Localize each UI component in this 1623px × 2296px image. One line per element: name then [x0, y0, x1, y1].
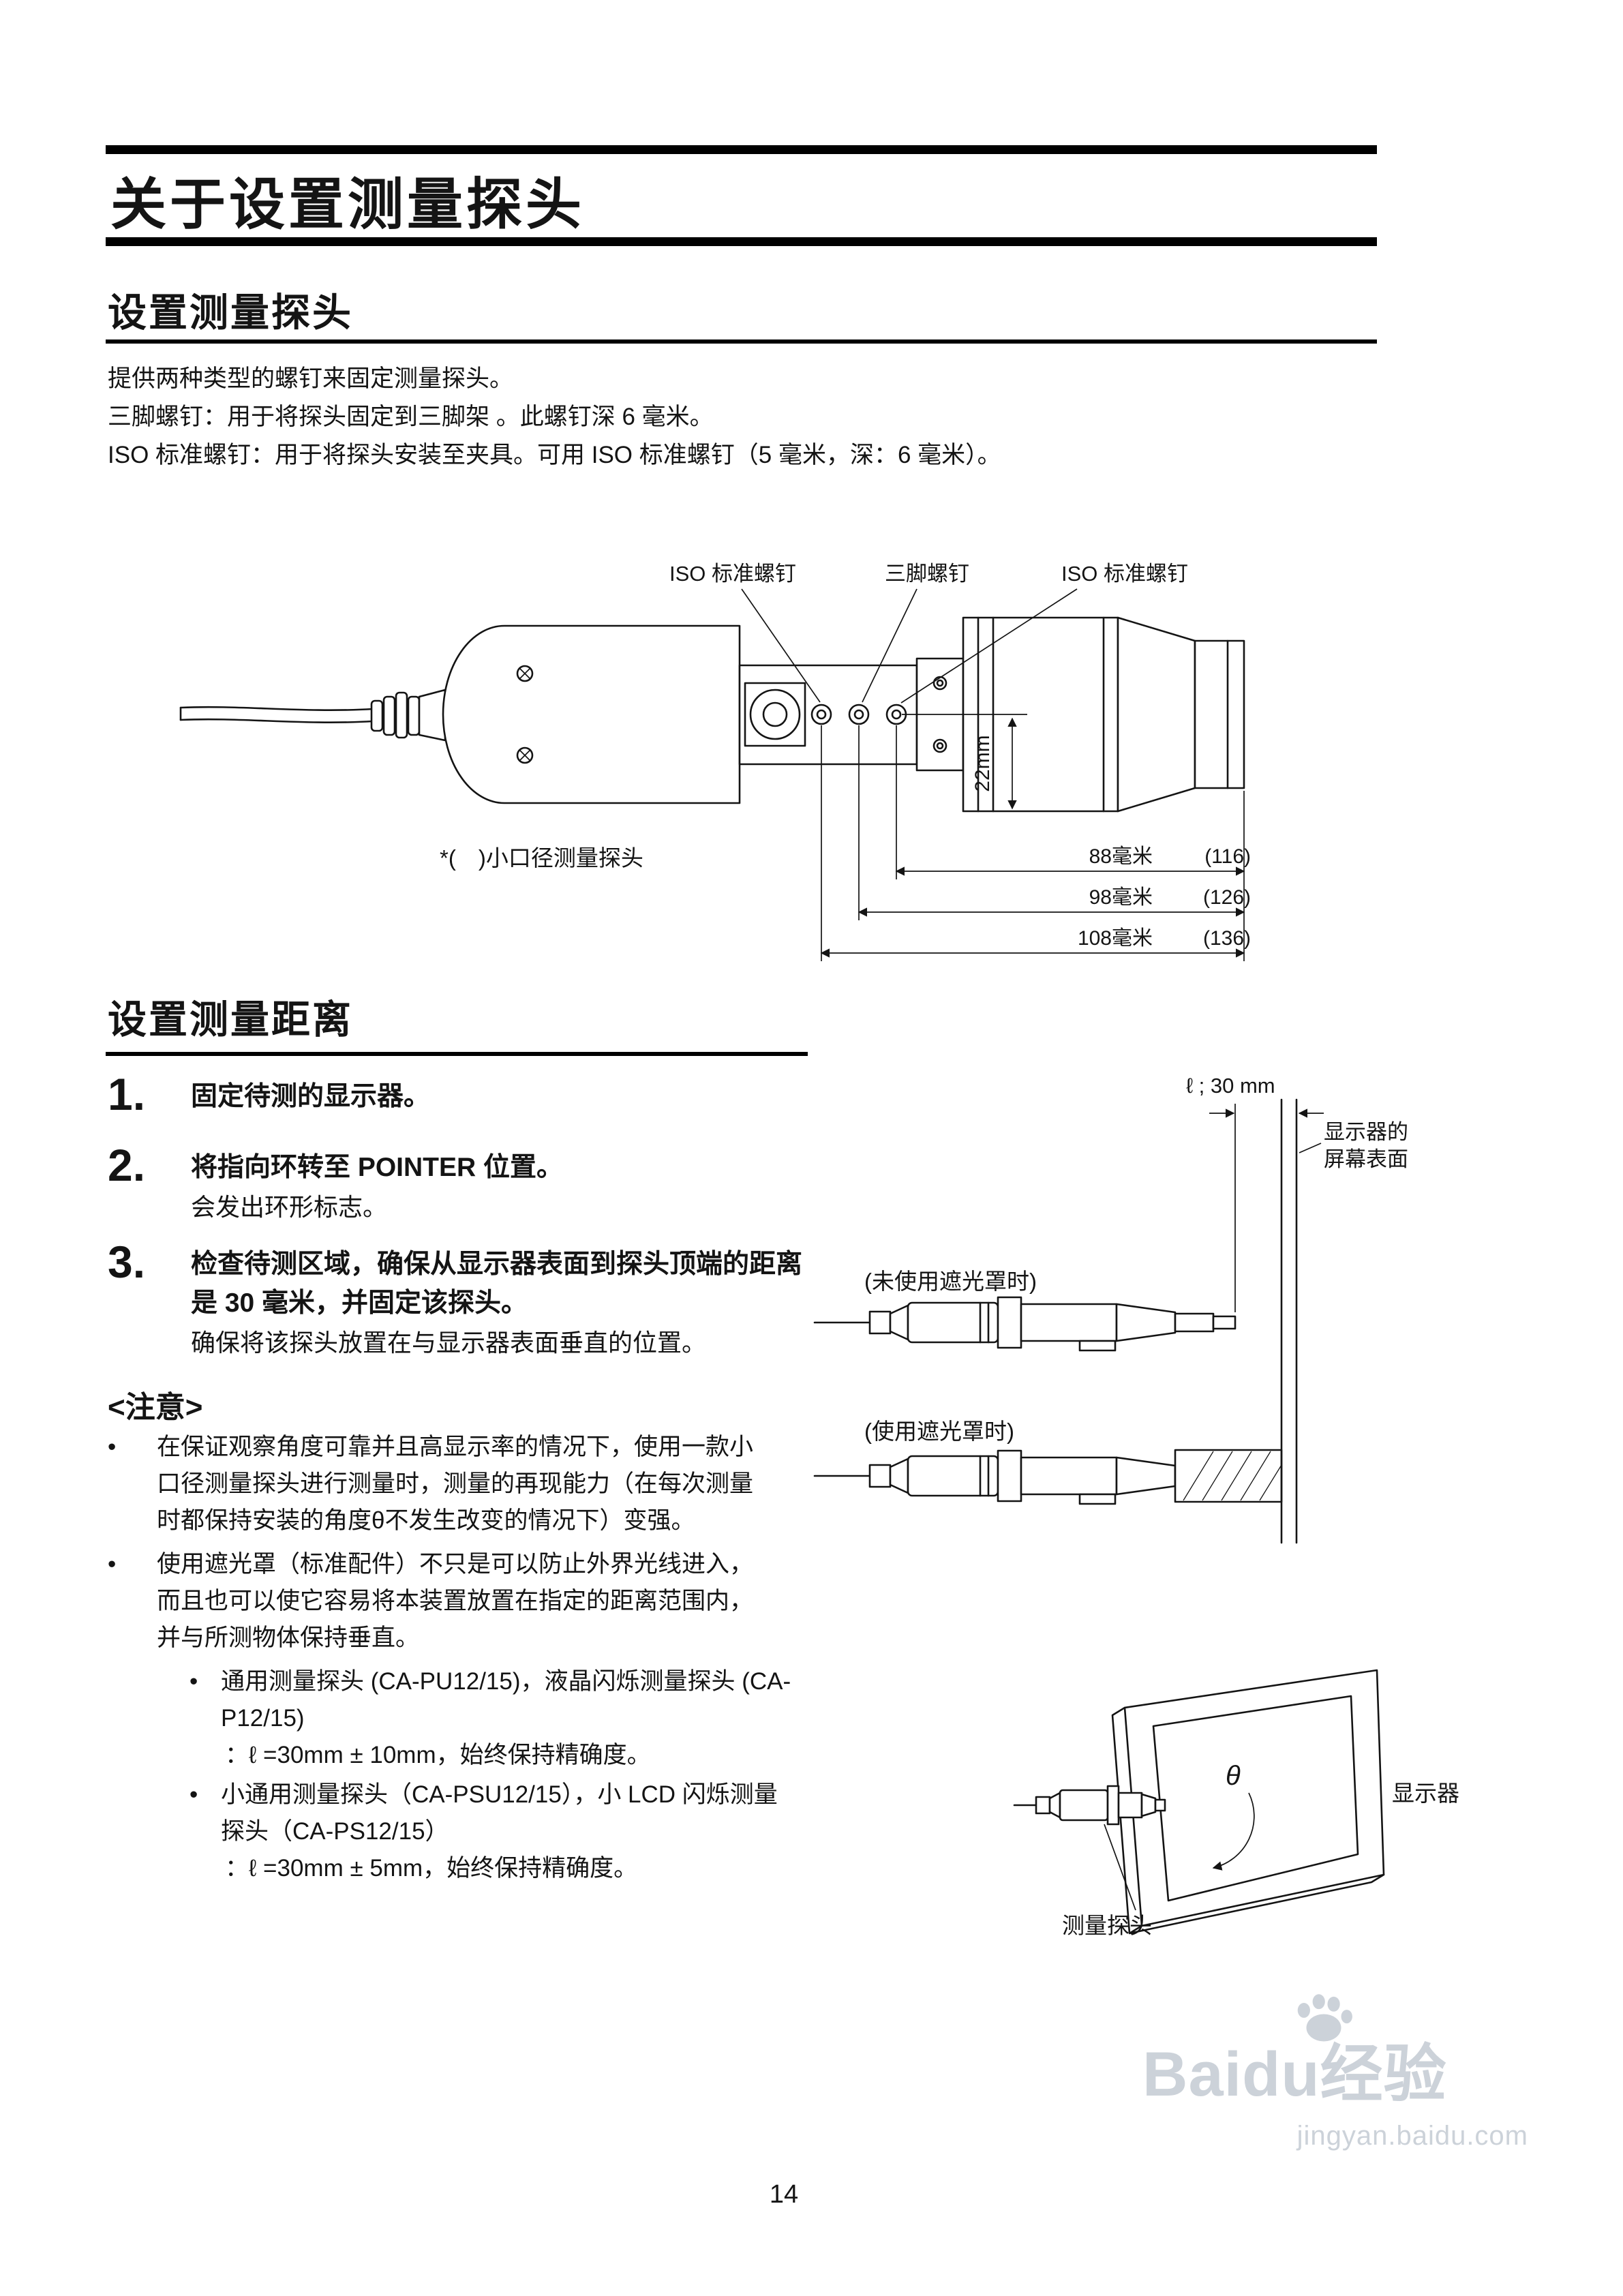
watermark-brand: Baidu经验 — [1142, 1989, 1528, 2114]
probe-mount-plate — [738, 657, 965, 772]
leader-iso-right — [900, 588, 1078, 704]
dimension-30mm: ℓ ; 30 mm — [1186, 1074, 1324, 1312]
probe-caption: *( )小口径测量探头 — [440, 845, 643, 871]
dim-22mm-label: 22mm — [971, 735, 994, 791]
bullet-icon: • — [108, 1434, 117, 1460]
dim-98-value: 98毫米 — [1089, 886, 1153, 909]
step-3: 3. 检查待测区域，确保从显示器表面到探头顶端的距离是 30 毫米，并固定该探头… — [108, 1239, 808, 1362]
bullet-icon: • — [108, 1551, 117, 1577]
baidu-watermark: Baidu经验 jingyan.baidu.com — [1142, 1989, 1528, 2151]
subnote-2-spec: ：ℓ =30mm ± 5mm，始终保持精确度。 — [225, 1855, 638, 1882]
bullet-icon: • — [189, 1781, 198, 1808]
subnote-1-head: 通用测量探头 (CA-PU12/15)，液晶闪烁测量探头 (CA-P12/15) — [221, 1668, 791, 1732]
display-label: 显示器 — [1392, 1781, 1459, 1806]
probe-strain-relief — [370, 689, 446, 742]
probe-at-angle — [1013, 1785, 1166, 1826]
dimension-108mm: 108毫米 (136) — [820, 927, 1251, 958]
intro-paragraphs: 提供两种类型的螺钉来固定测量探头。 三脚螺钉：用于将探头固定到三脚架 。此螺钉深… — [108, 360, 1001, 474]
without-hood-label: (未使用遮光罩时) — [864, 1269, 1037, 1294]
notes-list: • 在保证观察角度可靠并且高显示率的情况下，使用一款小口径测量探头进行测量时，测… — [108, 1429, 803, 1887]
step-3-subtext: 确保将该探头放置在与显示器表面垂直的位置。 — [191, 1329, 707, 1357]
subnote-item-1: • 通用测量探头 (CA-PU12/15)，液晶闪烁测量探头 (CA-P12/1… — [189, 1663, 803, 1774]
subnote-1-spec: ：ℓ =30mm ± 10mm，始终保持精确度。 — [225, 1742, 651, 1768]
dimension-22mm: 22mm — [902, 714, 1027, 810]
dim-98-alt: (126) — [1203, 886, 1251, 909]
probe-label-leader — [1104, 1824, 1136, 1911]
label-iso-screw-left: ISO 标准螺钉 — [669, 562, 796, 586]
measuring-distance-diagram: ℓ ; 30 mm 显示器的 屏幕表面 (未使用遮光罩时) (使用遮光罩时) — [813, 1074, 1408, 1544]
screen-label-line1: 显示器的 — [1324, 1120, 1408, 1144]
step-2-subtext: 会发出环形标志。 — [191, 1193, 388, 1221]
probe-cable — [179, 706, 374, 723]
intro-line-2: 三脚螺钉：用于将探头固定到三脚架 。此螺钉深 6 毫米。 — [108, 404, 714, 430]
label-iso-screw-right: ISO 标准螺钉 — [1061, 562, 1188, 586]
page-number: 14 — [769, 2180, 799, 2209]
step-2-text: 将指向环转至 POINTER 位置。 — [191, 1153, 564, 1182]
section-heading-setup-probe: 设置测量探头 — [108, 291, 353, 335]
dim-108-value: 108毫米 — [1078, 927, 1153, 950]
light-shield-hood — [1174, 1449, 1283, 1503]
note-heading: <注意> — [108, 1391, 203, 1424]
dim-88-value: 88毫米 — [1089, 845, 1153, 868]
intro-line-1: 提供两种类型的螺钉来固定测量探头。 — [108, 365, 514, 392]
bullet-icon: • — [189, 1668, 198, 1695]
page-title: 关于设置测量探头 — [110, 174, 586, 236]
screen-label-line2: 屏幕表面 — [1324, 1147, 1408, 1171]
dimension-98mm: 98毫米 (126) — [858, 886, 1251, 917]
step-1-text: 固定待测的显示器。 — [191, 1082, 431, 1111]
note-item-1: • 在保证观察角度可靠并且高显示率的情况下，使用一款小口径测量探头进行测量时，测… — [108, 1429, 803, 1539]
theta-symbol: θ — [1226, 1761, 1241, 1791]
leader-tripod — [862, 588, 917, 703]
section-heading-set-distance: 设置测量距离 — [108, 998, 353, 1042]
step-1: 1. 固定待测的显示器。 — [108, 1072, 808, 1117]
display-screen-surface — [1280, 1098, 1298, 1544]
section-underline-2 — [106, 1052, 808, 1056]
dim-108-alt: (136) — [1203, 927, 1251, 950]
probe-side-view — [813, 1296, 1237, 1352]
note-item-2: • 使用遮光罩（标准配件）不只是可以防止外界光线进入，而且也可以使它容易将本装置… — [108, 1546, 803, 1657]
display-panel — [1111, 1669, 1385, 1935]
probe-side-view-hooded — [813, 1449, 1237, 1505]
step-2: 2. 将指向环转至 POINTER 位置。 会发出环形标志。 — [108, 1143, 808, 1226]
screen-surface-label: 显示器的 屏幕表面 — [1299, 1120, 1408, 1171]
perpendicular-angle-diagram: θ 显示器 测量探头 — [1013, 1669, 1459, 1938]
probe-body — [442, 624, 741, 804]
distance-value-label: ℓ ; 30 mm — [1186, 1074, 1275, 1098]
section-underline-1 — [106, 339, 1377, 344]
step-3-number: 3. — [108, 1237, 146, 1287]
title-rule-top — [106, 145, 1377, 154]
step-1-number: 1. — [108, 1069, 146, 1119]
step-3-text: 检查待测区域，确保从显示器表面到探头顶端的距离是 30 毫米，并固定该探头。 — [191, 1250, 803, 1318]
probe-label: 测量探头 — [1062, 1913, 1152, 1938]
with-hood-label: (使用遮光罩时) — [864, 1419, 1014, 1444]
watermark-brand-cjk: 经验 — [1320, 2040, 1447, 2109]
title-rule-bottom — [106, 237, 1377, 246]
intro-line-3: ISO 标准螺钉：用于将探头安装至夹具。可用 ISO 标准螺钉（5 毫米，深：6… — [108, 442, 1001, 468]
angle-rotation-arrow — [1212, 1792, 1255, 1871]
watermark-brand-latin: Baidu — [1142, 2040, 1320, 2109]
dim-88-alt: (116) — [1204, 845, 1251, 868]
label-tripod-screw: 三脚螺钉 — [885, 562, 969, 586]
note-text-1: 在保证观察角度可靠并且高显示率的情况下，使用一款小口径测量探头进行测量时，测量的… — [157, 1434, 754, 1534]
subnote-item-2: • 小通用测量探头（CA-PSU12/15），小 LCD 闪烁测量探头（CA-P… — [189, 1777, 803, 1887]
paw-icon — [1297, 1994, 1352, 2042]
step-2-number: 2. — [108, 1140, 146, 1190]
subnote-2-head: 小通用测量探头（CA-PSU12/15），小 LCD 闪烁测量探头（CA-PS1… — [221, 1781, 778, 1845]
note-text-2: 使用遮光罩（标准配件）不只是可以防止外界光线进入，而且也可以使它容易将本装置放置… — [157, 1551, 754, 1651]
dimension-88mm: 88毫米 (116) — [895, 845, 1251, 876]
leader-iso-left — [741, 588, 821, 703]
probe-dimension-diagram: ISO 标准螺钉 三脚螺钉 ISO 标准螺钉 22mm *( )小口径测量探头 … — [179, 562, 1251, 961]
watermark-url: jingyan.baidu.com — [1296, 2121, 1528, 2151]
